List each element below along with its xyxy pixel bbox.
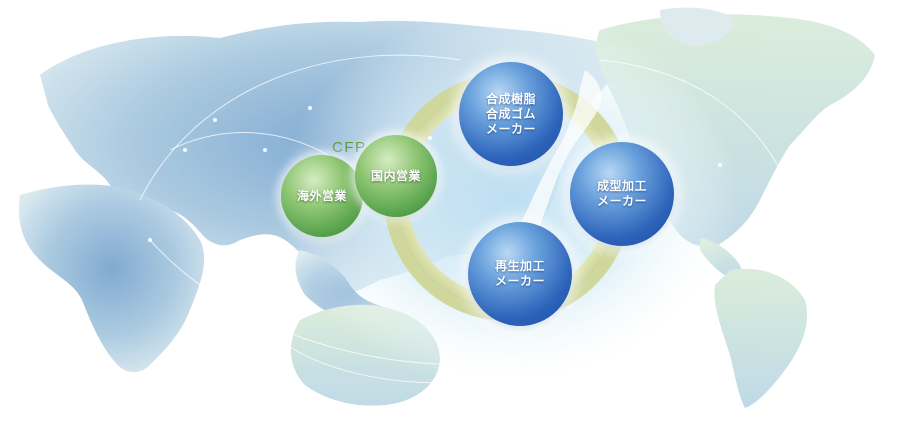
south-america-landmass bbox=[714, 268, 808, 408]
node-domestic-sales: 国内営業 bbox=[355, 135, 437, 217]
greenland bbox=[660, 7, 735, 47]
node-overseas-sales: 海外営業 bbox=[281, 155, 363, 237]
arc-lines bbox=[139, 54, 791, 384]
node-resin-rubber-maker: 合成樹脂 合成ゴム メーカー bbox=[459, 62, 563, 166]
center-glow bbox=[280, 10, 740, 390]
cfp-label: CFP bbox=[332, 139, 367, 156]
node-molding-maker: 成型加工 メーカー bbox=[570, 142, 674, 246]
japan-islands bbox=[490, 70, 602, 279]
map-dots bbox=[148, 106, 722, 242]
node-recycling-maker: 再生加工 メーカー bbox=[468, 222, 572, 326]
africa-landmass bbox=[18, 184, 205, 373]
